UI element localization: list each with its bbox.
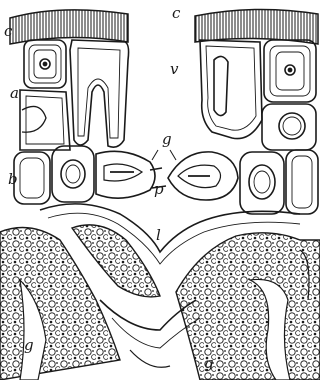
label-g-bottom-left: g [24, 338, 34, 353]
cuticle-right [195, 9, 318, 44]
guard-cells-right [168, 150, 318, 214]
label-b: b [8, 172, 18, 187]
label-c-left: c [4, 24, 12, 39]
cuticle-left [10, 10, 128, 44]
label-g-top: g [162, 132, 172, 147]
label-v: v [170, 62, 178, 77]
label-g-bottom-right: g [204, 356, 214, 371]
label-p: p [154, 182, 164, 197]
label-c-right: c [172, 6, 180, 21]
label-l: l [156, 228, 161, 243]
spongy-mesophyll-right [176, 233, 320, 380]
guard-cells-left [14, 146, 155, 204]
epidermal-cells-right [200, 40, 316, 150]
label-a: a [10, 86, 19, 101]
epidermal-cells-left [20, 40, 129, 150]
